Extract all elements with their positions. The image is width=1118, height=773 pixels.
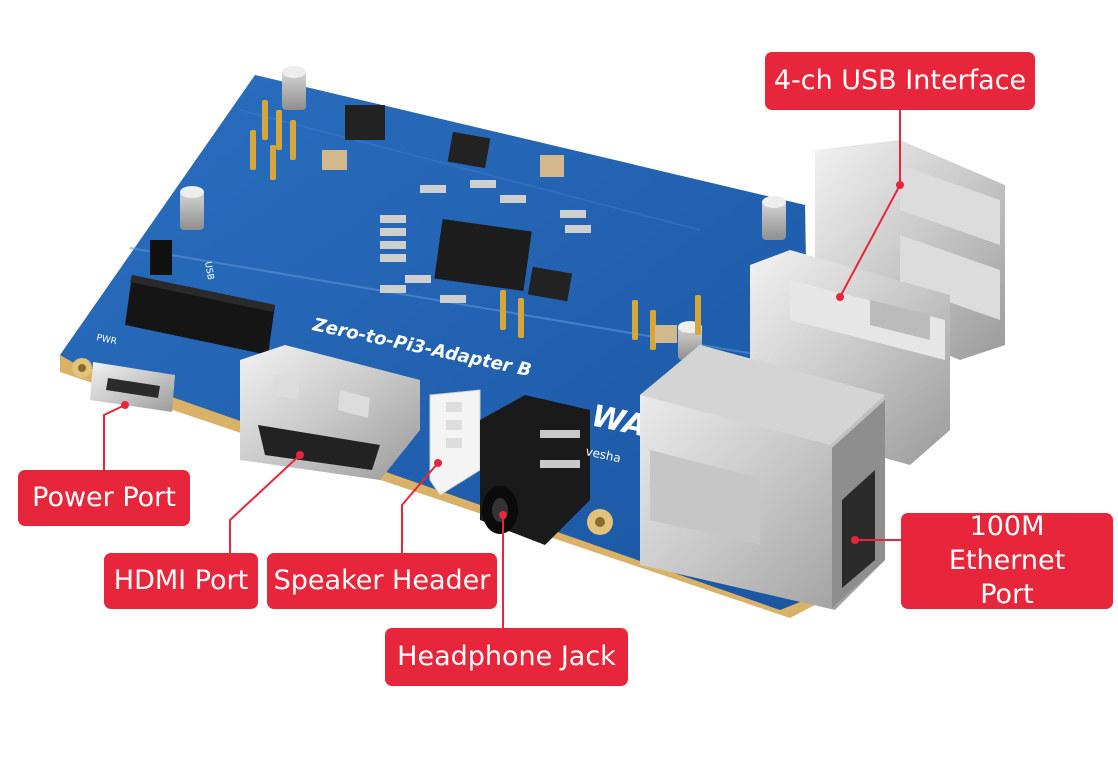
silkscreen-pwr-label: PWR [95,333,117,347]
ic-chip-icon [322,105,677,343]
callout-headphone-jack: Headphone Jack [385,628,628,686]
callout-power-port: Power Port [18,470,190,526]
headphone-jack-icon [480,395,590,545]
hdmi-leader-line [229,454,301,555]
ethernet-port-icon [640,345,885,610]
callout-hdmi-port: HDMI Port [104,553,258,609]
callout-speaker-header-text: Speaker Header [273,565,491,596]
micro-usb-port-icon [90,362,175,412]
pcb-board [60,75,815,618]
callout-ethernet-port: 100M Ethernet Port [901,511,1113,610]
switch-icon [150,240,172,275]
silkscreen-usb-label: USB [202,261,215,281]
hdmi-port-icon [240,345,420,480]
power-leader-line [103,404,126,475]
leader-dots [121,181,904,544]
gpio-header-icon [125,275,275,355]
speaker-header-icon [429,389,481,496]
callout-usb-interface-text: 4-ch USB Interface [773,65,1027,96]
callout-headphone-jack-text: Headphone Jack [397,641,616,672]
passive-component-icon [380,180,591,303]
leader-lines [103,110,903,628]
callout-hdmi-port-text: HDMI Port [113,565,249,596]
usb-leader-line-2 [839,184,901,298]
mounting-hole-icon [72,358,613,535]
callout-speaker-header: Speaker Header [267,553,497,609]
callout-usb-interface: 4-ch USB Interface [765,52,1035,110]
speaker-leader-line [401,462,439,555]
callout-power-port-text: Power Port [32,482,176,513]
callout-ethernet-port-text-line1: 100M Ethernet [948,511,1066,576]
callout-ethernet-port-text-line2: Port [980,579,1034,610]
pogo-pin-icon [250,100,701,350]
